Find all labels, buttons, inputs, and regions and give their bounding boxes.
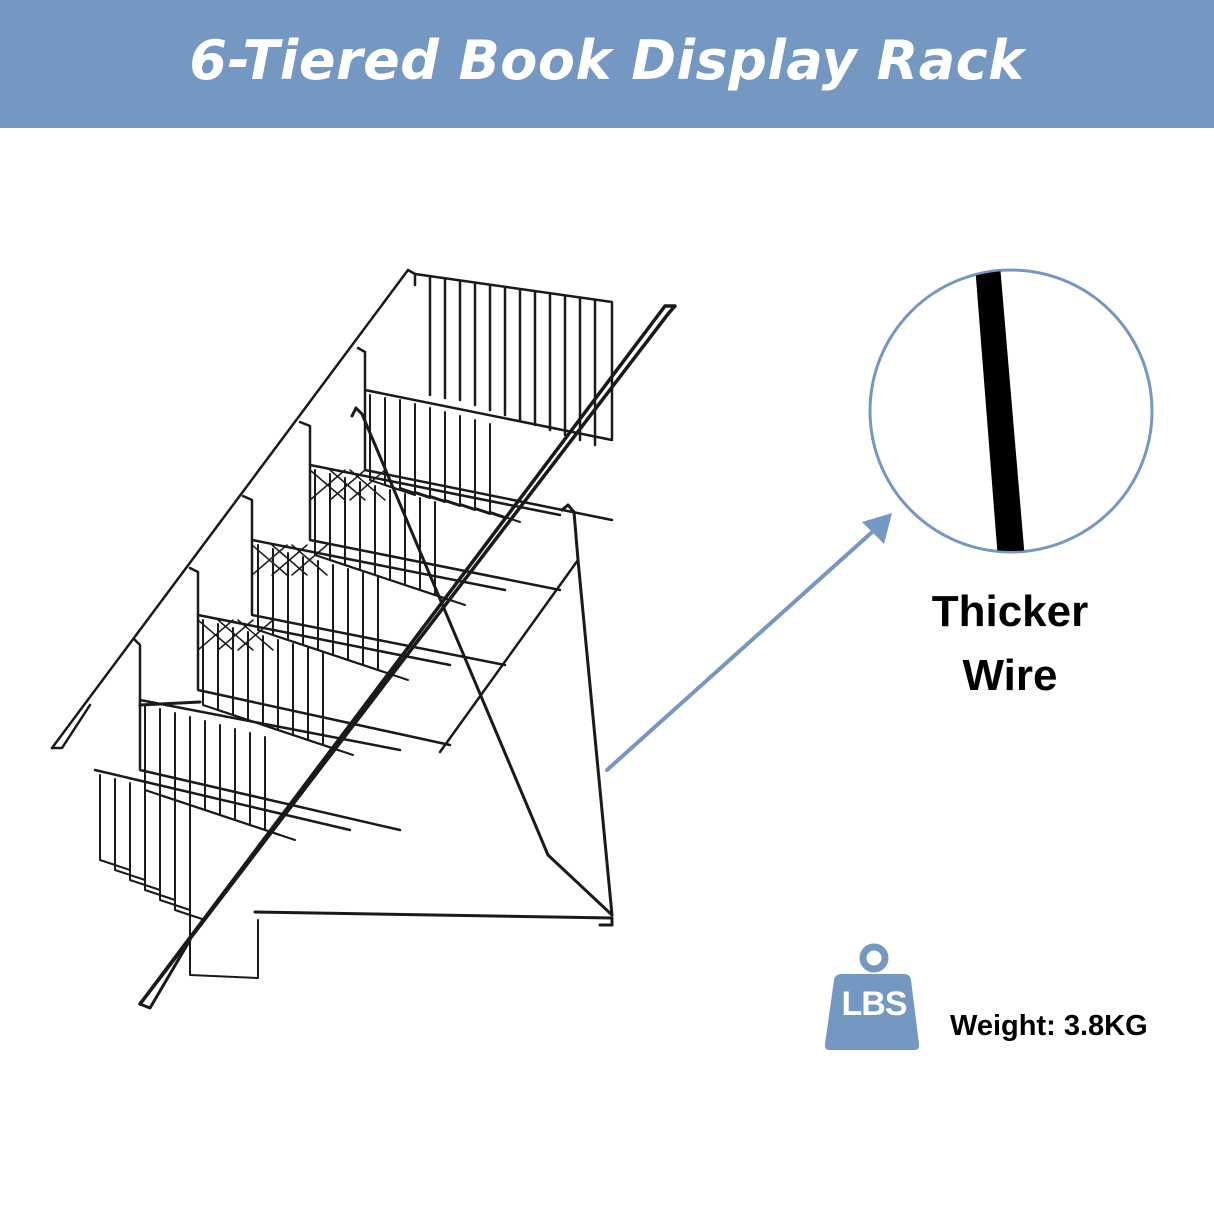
thick-wire-detail [975, 271, 1025, 551]
thicker-wire-label: Thicker Wire [931, 587, 1089, 700]
banner-title: 6-Tiered Book Display Rack [189, 28, 1025, 92]
display-rack-illustration [50, 268, 677, 1010]
title-banner: 6-Tiered Book Display Rack [0, 0, 1214, 128]
lbs-icon-text: LBS [841, 985, 908, 1023]
arrow-shaft [605, 523, 882, 772]
weight-icon [824, 943, 920, 1050]
weight-label: Weight: 3.8KG [950, 1010, 1148, 1042]
arrow-head-icon [862, 513, 892, 544]
